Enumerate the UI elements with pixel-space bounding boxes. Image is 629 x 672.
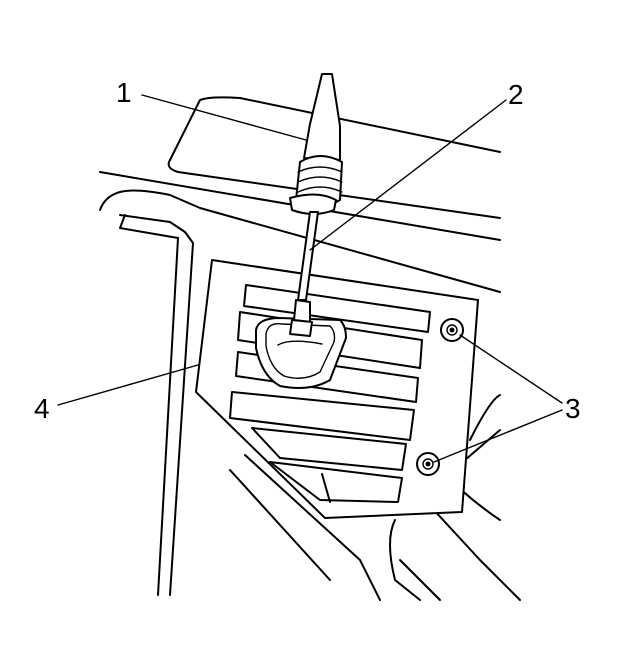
callout-1: 1: [116, 77, 132, 108]
antenna-base-icon: [255, 317, 347, 389]
screw-icon-upper: [440, 318, 464, 342]
screw-icon-lower: [416, 452, 440, 476]
antenna-mast-icon: [289, 73, 343, 337]
callout-2: 2: [508, 79, 524, 110]
callout-4: 4: [34, 393, 50, 424]
callout-3: 3: [565, 393, 581, 424]
leader-lines: [57, 94, 563, 463]
